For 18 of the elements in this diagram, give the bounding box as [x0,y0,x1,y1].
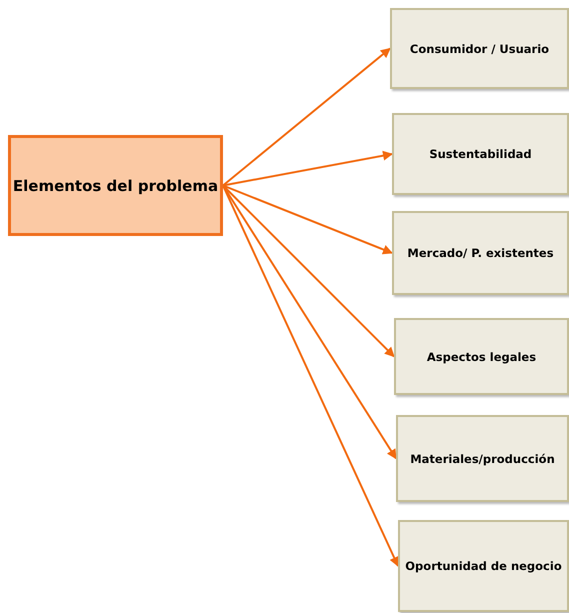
category-box [396,415,569,502]
arrow [222,48,391,186]
box-label: Sustentabilidad [429,147,532,161]
topic-box [8,135,223,236]
box-label: Mercado/ P. existentes [407,246,554,260]
box-label: Consumidor / Usuario [410,42,550,56]
category-box [392,113,569,195]
category-box [398,520,569,612]
box-label: Elementos del problema [12,176,218,194]
category-box [394,318,569,395]
box-label: Aspectos legales [426,350,536,364]
box-label: Oportunidad de negocio [405,559,562,573]
category-box [392,211,569,295]
box-label: Materiales/producción [410,452,555,466]
category-box [390,8,569,89]
arrow [222,150,393,186]
arrow [222,184,393,254]
arrow [222,184,395,358]
